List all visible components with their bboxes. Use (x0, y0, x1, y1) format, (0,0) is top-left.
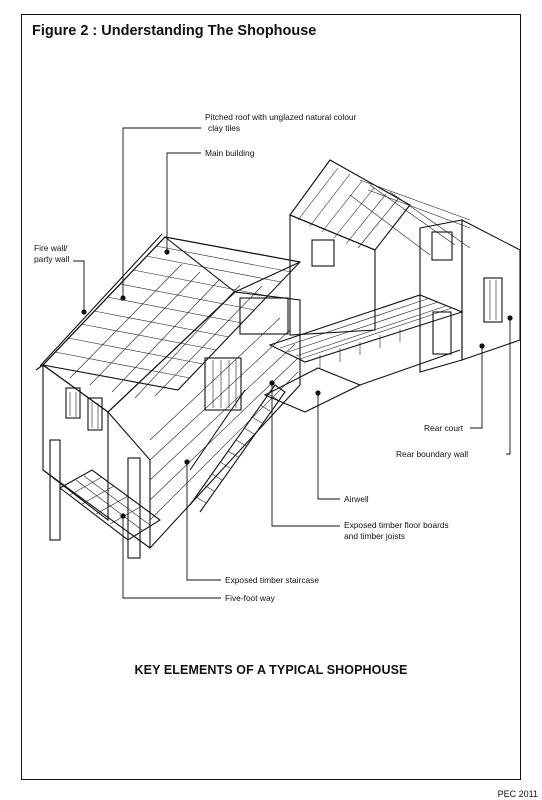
five-foot-way-tiles (69, 475, 151, 531)
rear-door (432, 311, 452, 355)
airwell-floor (263, 367, 362, 413)
front-column-left (49, 439, 61, 541)
label-fire-wall: Fire wall/ party wall (34, 243, 69, 264)
label-five-foot-way: Five-foot way (225, 593, 275, 603)
footer-credit: PEC 2011 (497, 789, 538, 799)
label-timber-floor: Exposed timber floor boards and timber j… (344, 520, 449, 541)
rear-roof-tiles (297, 167, 399, 249)
main-building-rear-window (239, 297, 289, 335)
label-timber-floor-line2: and timber joists (344, 530, 405, 541)
leader-timber-floor (271, 383, 340, 527)
label-staircase: Exposed timber staircase (225, 575, 320, 585)
rear-block-drawing (239, 159, 521, 413)
leader-five-foot-way (122, 516, 221, 599)
side-wall (107, 291, 301, 550)
leader-lines (73, 127, 513, 599)
floor-boards (279, 297, 453, 368)
front-facade (42, 363, 109, 522)
five-foot-way-floor (59, 469, 161, 541)
figure-caption: KEY ELEMENTS OF A TYPICAL SHOPHOUSE (134, 663, 408, 677)
leader-roof-dot (120, 295, 126, 301)
front-roof-slope (41, 236, 302, 391)
main-building-drawing (35, 233, 302, 559)
label-rear-boundary-wall: Rear boundary wall (396, 449, 469, 459)
leader-rear-boundary-wall (506, 318, 511, 455)
label-main-building: Main building (205, 148, 255, 158)
label-fire-wall-line1: Fire wall/ (34, 243, 68, 253)
boundary-wall (461, 219, 521, 361)
label-roof-line2: clay tiles (208, 122, 241, 133)
stair-railing-panel (204, 357, 242, 411)
label-rear-court: Rear court (424, 423, 464, 433)
staircase-drawing (189, 357, 286, 513)
figure-frame (21, 14, 521, 780)
label-roof: Pitched roof with unglazed natural colou… (205, 112, 356, 133)
label-fire-wall-line2: party wall (34, 253, 70, 264)
leader-staircase (186, 462, 221, 581)
rear-window (311, 239, 335, 267)
front-column-right (127, 457, 141, 559)
front-window-left (65, 387, 81, 419)
side-wall-boards (149, 317, 299, 521)
label-roof-line1: Pitched roof with unglazed natural colou… (205, 112, 357, 122)
front-window-right (87, 397, 103, 431)
rear-roof (289, 159, 411, 251)
label-airwell: Airwell (344, 494, 369, 504)
rear-building-wall (289, 214, 376, 336)
label-timber-floor-line1: Exposed timber floor boards (344, 520, 449, 530)
rear-wing-wall (419, 219, 463, 373)
leader-roof (122, 127, 201, 298)
rear-wing-window (431, 231, 453, 261)
roof-tile-rows (54, 245, 292, 399)
rafters (349, 179, 471, 256)
leader-rear-court (470, 346, 483, 429)
leader-airwell (317, 393, 340, 500)
figure-title: Figure 2 : Understanding The Shophouse (32, 23, 317, 39)
boundary-gate (483, 277, 503, 323)
leader-main-building (166, 152, 201, 252)
leader-fire-wall (73, 260, 85, 312)
